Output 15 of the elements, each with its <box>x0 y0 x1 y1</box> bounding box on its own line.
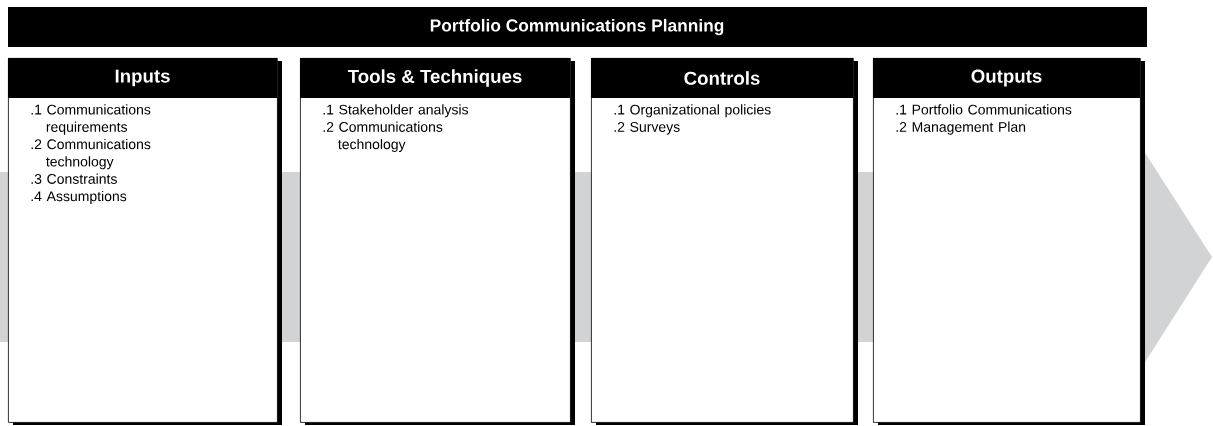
list-item: .2 Management Plan <box>896 121 1026 135</box>
column-box: Tools & Techniques .1 Stakeholder analysis .2 Communications technology <box>300 58 575 425</box>
list-item: .4 Assumptions <box>31 190 127 204</box>
list-item: .1 Portfolio Communications <box>896 104 1072 115</box>
column-box: Outputs .1 Portfolio Communications .2 Management Plan <box>873 58 1145 425</box>
list-item: .2 Communications technology <box>323 121 443 152</box>
column-box: Controls .1 Organizational policies .2 Surveys <box>591 58 858 425</box>
list-item: .3 Constraints <box>31 173 117 184</box>
column-box: Inputs .1 Communications requirements .2 Communications technology .3 Constraints .4 Assumptions <box>8 58 282 425</box>
list-item: .1 Communications requirements <box>31 104 151 135</box>
list-item: .2 Communications technology <box>31 138 151 170</box>
list-item: .2 Surveys <box>614 122 680 135</box>
title-bar: Portfolio Communications Planning <box>8 7 1147 47</box>
list-item: .1 Organizational policies <box>614 104 771 118</box>
list-item: .1 Stakeholder analysis <box>323 104 469 118</box>
